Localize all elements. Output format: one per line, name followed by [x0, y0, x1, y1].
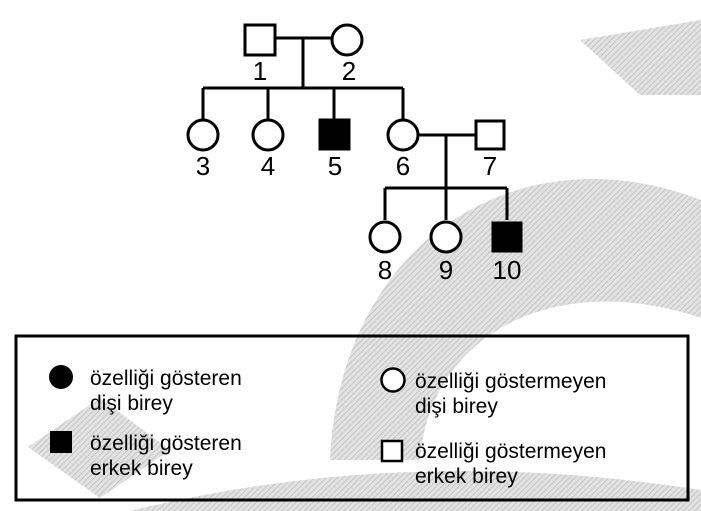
- female-symbol: [330, 23, 364, 57]
- empty-circle-icon: [380, 367, 406, 393]
- node-8: 8: [368, 220, 402, 285]
- node-3: 3: [186, 118, 220, 181]
- node-10: 10: [491, 221, 523, 285]
- male-symbol: [243, 23, 277, 57]
- legend-text: özelliği göstermeyen: [415, 370, 606, 393]
- node-5: 5: [318, 118, 351, 181]
- node-label: 7: [483, 151, 497, 181]
- node-6: 6: [386, 118, 420, 181]
- pedigree-lines: [201, 36, 509, 220]
- legend-text: dişi birey: [415, 395, 498, 418]
- male-symbol: [491, 221, 523, 253]
- legend-text: erkek birey: [90, 457, 193, 480]
- node-label: 10: [493, 255, 522, 285]
- node-label: 2: [342, 56, 356, 86]
- legend-unaffected-female: özelliği göstermeyen dişi birey: [380, 367, 606, 418]
- node-label: 6: [396, 151, 410, 181]
- legend-affected-female: özelliği gösteren dişi birey: [49, 365, 242, 415]
- male-symbol: [474, 119, 506, 151]
- male-symbol: [318, 118, 351, 151]
- legend-box: özelliği gösteren dişi birey özelliği gö…: [14, 334, 690, 502]
- female-symbol: [251, 118, 285, 152]
- node-4: 4: [251, 118, 285, 181]
- node-label: 3: [196, 151, 210, 181]
- female-symbol: [429, 220, 463, 254]
- node-7: 7: [474, 119, 506, 181]
- legend-affected-male: özelliği gösteren erkek birey: [50, 431, 242, 480]
- node-label: 8: [378, 255, 392, 285]
- legend-text: özelliği göstermeyen: [415, 440, 606, 463]
- legend-text: erkek birey: [415, 465, 518, 488]
- node-label: 5: [328, 151, 342, 181]
- legend-text: özelliği gösteren: [90, 432, 242, 455]
- node-9: 9: [429, 220, 463, 285]
- node-label: 4: [261, 151, 275, 181]
- empty-square-icon: [380, 439, 404, 463]
- female-symbol: [186, 118, 220, 152]
- filled-square-icon: [50, 431, 72, 453]
- legend-text: dişi birey: [90, 392, 173, 415]
- legend-unaffected-male: özelliği göstermeyen erkek birey: [380, 439, 606, 488]
- node-label: 1: [253, 56, 267, 86]
- node-label: 9: [439, 255, 453, 285]
- node-2: 2: [330, 23, 364, 86]
- node-1: 1: [243, 23, 277, 86]
- female-symbol: [386, 118, 420, 152]
- legend-text: özelliği gösteren: [90, 367, 242, 390]
- female-symbol: [368, 220, 402, 254]
- filled-circle-icon: [49, 365, 73, 389]
